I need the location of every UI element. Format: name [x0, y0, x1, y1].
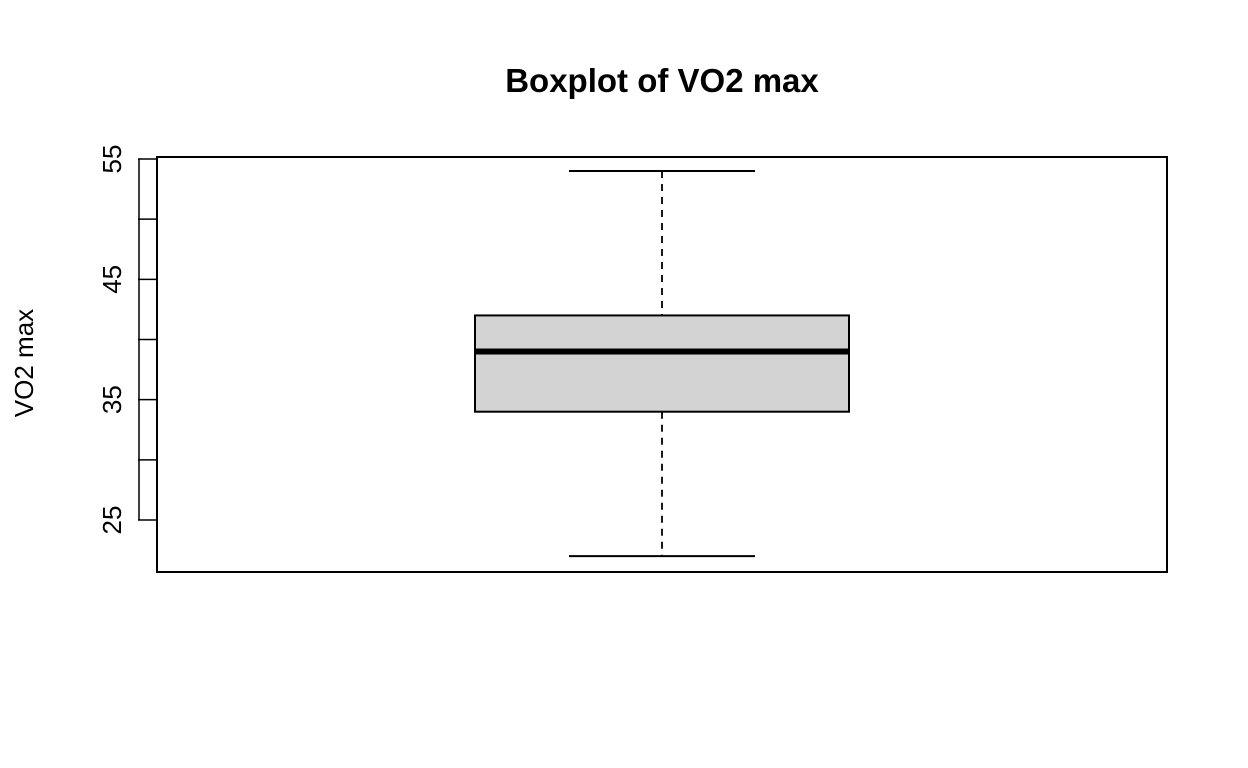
- y-axis-label: VO2 max: [9, 309, 39, 417]
- box: [474, 314, 850, 413]
- y-tick-label: 25: [97, 506, 127, 535]
- y-tick-label: 55: [97, 145, 127, 174]
- y-tick-label: 45: [97, 265, 127, 294]
- y-ticks: 25 35 45 55: [97, 145, 157, 535]
- boxes: [474, 170, 850, 558]
- y-tick-label: 35: [97, 385, 127, 414]
- plot-frame: [156, 156, 1168, 573]
- chart-title: Boxplot of VO2 max: [505, 62, 819, 99]
